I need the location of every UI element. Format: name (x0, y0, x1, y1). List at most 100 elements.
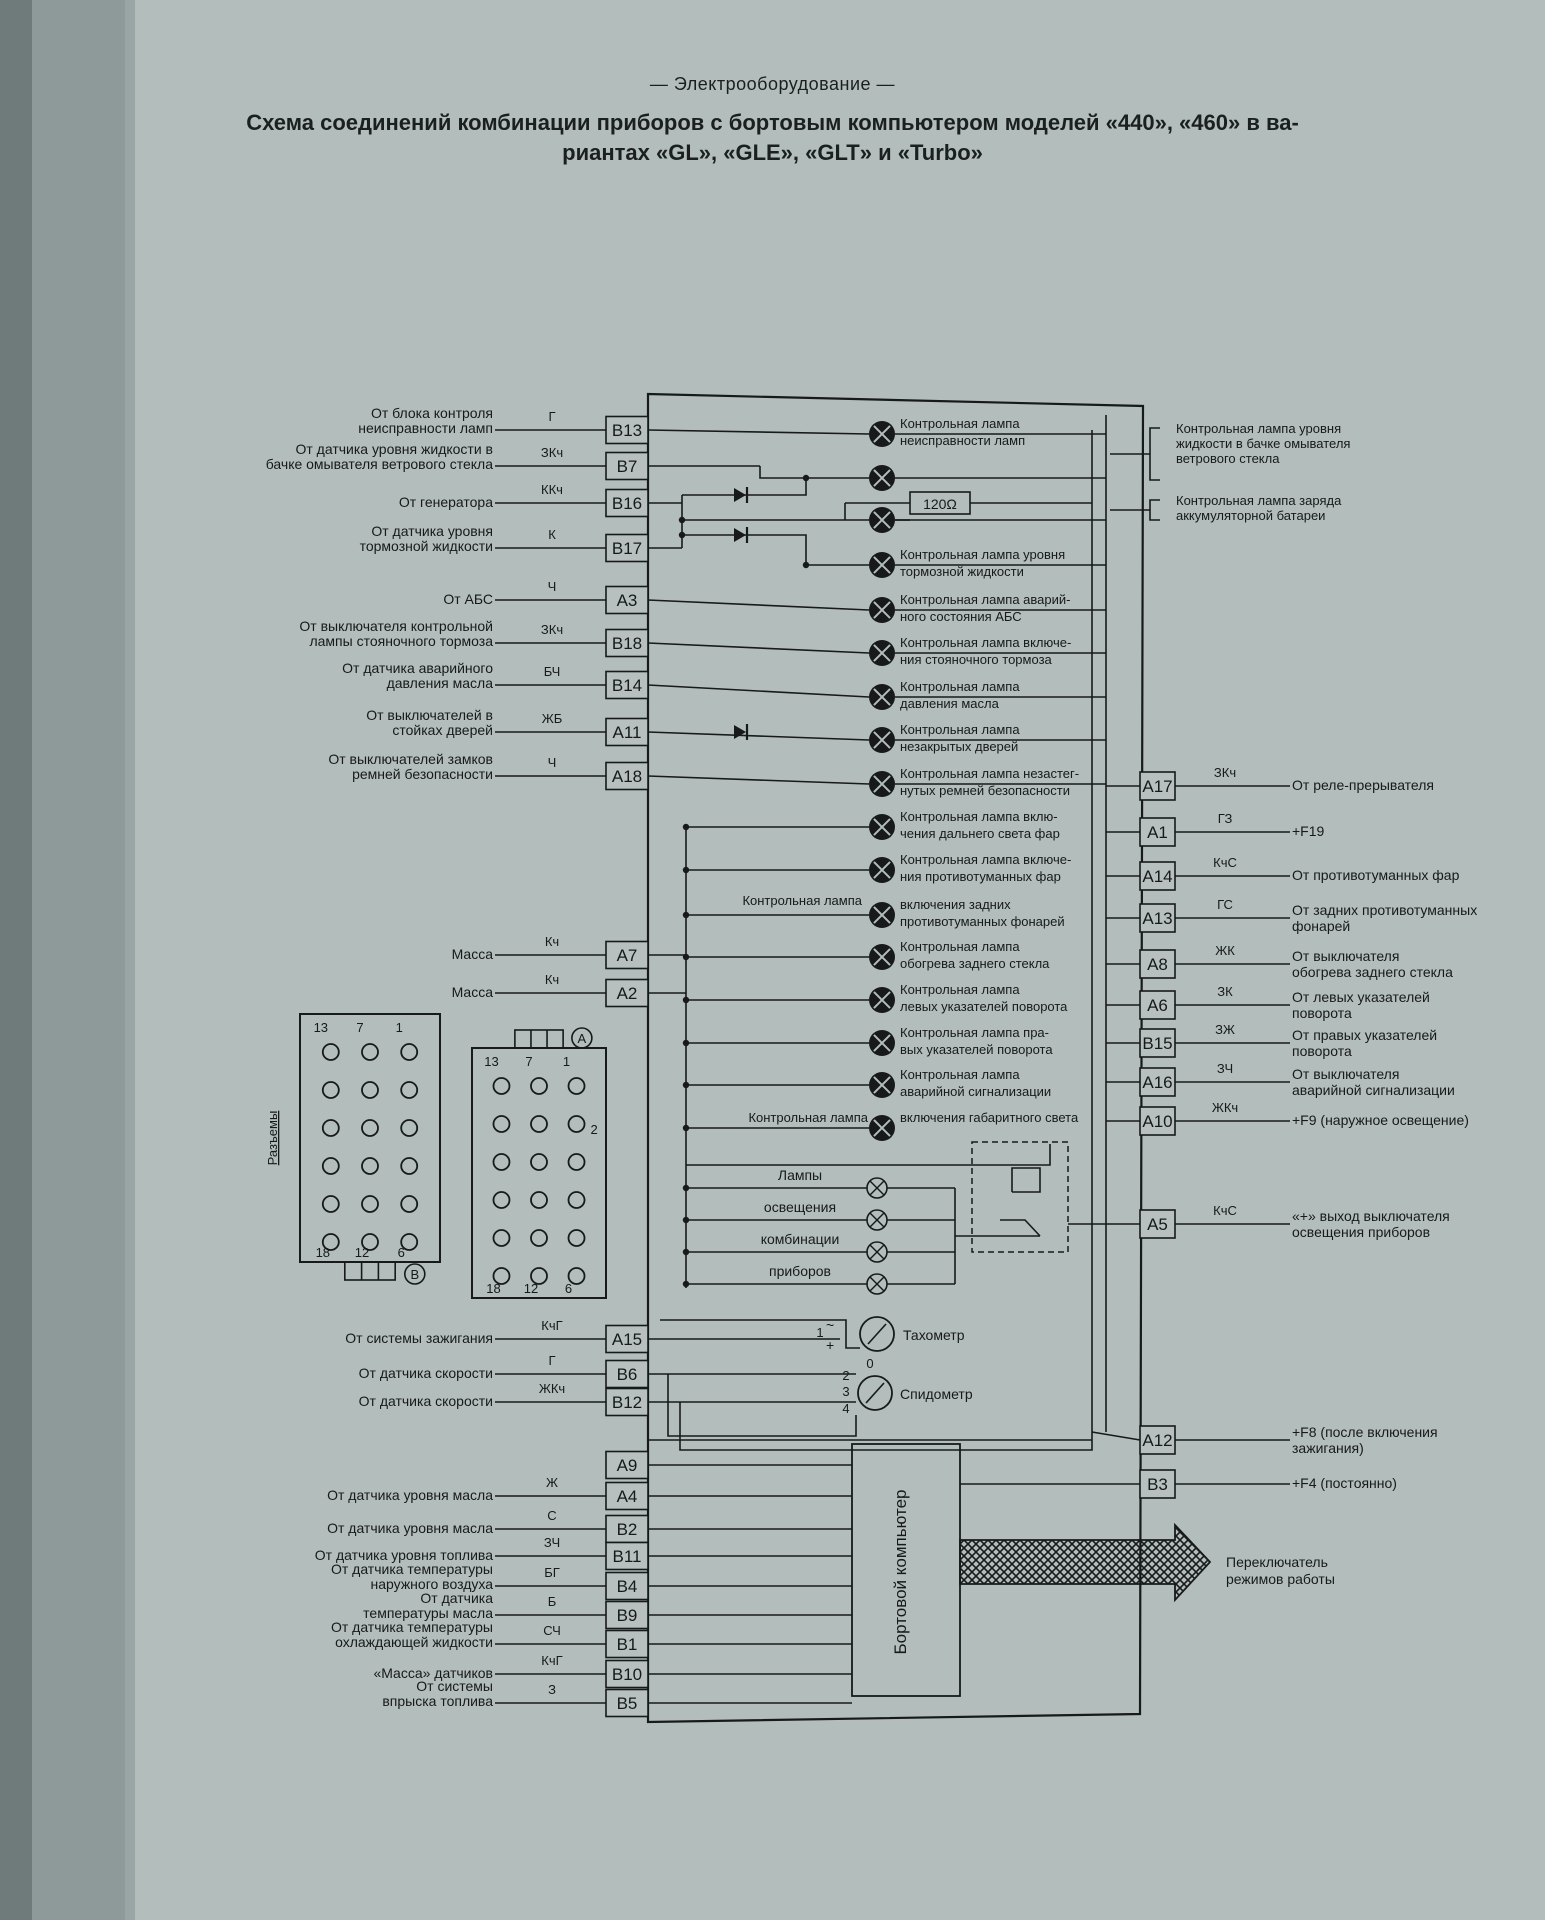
right-destination-label: От правых указателей (1292, 1027, 1437, 1043)
wire-code: ЗКч (541, 445, 563, 460)
left-source-label: температуры масла (363, 1605, 493, 1621)
right-pin-label: A8 (1147, 955, 1168, 974)
mode-switch-label: Переключатель (1226, 1554, 1328, 1570)
lamp-wire (647, 429, 870, 435)
right-wire-code: ЗЖ (1215, 1022, 1235, 1037)
connector-pin-number: 13 (314, 1020, 328, 1035)
lamp-label: нутых ремней безопасности (900, 783, 1070, 798)
connector-pin-number: 18 (316, 1245, 330, 1260)
left-pin-label: B5 (617, 1694, 638, 1713)
gauge-pin-number: 2 (842, 1368, 849, 1383)
wire-code: ЖКч (539, 1381, 565, 1396)
connector-pin-hole (321, 1195, 340, 1213)
lamp-label: тормозной жидкости (900, 564, 1024, 579)
connector-pin-number: 12 (524, 1281, 538, 1296)
right-pin-label: A16 (1142, 1073, 1172, 1092)
diode-network (682, 478, 807, 496)
connector-body (299, 1013, 441, 1263)
left-source-label: От АБС (443, 591, 493, 607)
junction-dot (682, 1081, 690, 1089)
right-destination-label: +F9 (наружное освещение) (1292, 1112, 1469, 1128)
wire-code: Ч (548, 579, 557, 594)
lamp-label: Контрольная лампа уровня (900, 547, 1065, 562)
illumination-label: Лампы (778, 1167, 822, 1183)
left-pin-label: A11 (613, 723, 642, 742)
speedometer-needle (865, 1382, 885, 1404)
right-wire-code: ЗК (1217, 984, 1233, 999)
junction-dot (682, 1184, 690, 1192)
left-pin-label: A9 (617, 1456, 638, 1475)
connector-pin-hole (567, 1153, 586, 1171)
power-wire (1091, 1431, 1141, 1441)
lamp-icon-cross (873, 906, 891, 924)
onboard-computer-label: Бортовой компьютер (891, 1490, 910, 1655)
left-pin-label: B13 (612, 421, 642, 440)
connector-pin-hole (321, 1233, 340, 1251)
right-wire-code: КчС (1213, 1203, 1237, 1218)
right-destination-label: фонарей (1292, 918, 1350, 934)
junction-dot (682, 1248, 690, 1256)
wire-code: З (548, 1682, 556, 1697)
lamp-wire (647, 599, 870, 611)
left-pin-label: A4 (617, 1487, 638, 1506)
left-source-label: От датчика скорости (359, 1365, 493, 1381)
speedometer-icon (857, 1375, 893, 1411)
right-pin-label: A10 (1142, 1112, 1172, 1131)
tachometer-label: Тахометр (903, 1327, 965, 1343)
left-source-label: От датчика уровня (371, 523, 493, 539)
connector-pin-hole (321, 1043, 340, 1061)
wire-code: КчГ (541, 1318, 562, 1333)
illumination-label: комбинации (761, 1231, 840, 1247)
connector-pin-number: 2 (591, 1122, 598, 1137)
left-pin-box (605, 717, 649, 747)
connector-mark-letter: A (578, 1031, 587, 1046)
lamp-icon-cross (873, 1119, 891, 1137)
tachometer-needle (867, 1323, 887, 1345)
lamp-icon-cross (873, 601, 891, 619)
right-destination-label: От выключателя (1292, 948, 1399, 964)
lamp-icon-cross (873, 861, 891, 879)
title-line-2: риантах «GL», «GLE», «GLT» и «Turbo» (562, 140, 983, 165)
right-wire-code: ЗЧ (1217, 1061, 1233, 1076)
lamp-label: Контрольная лампа (900, 982, 1020, 997)
right-pin-label: A1 (1147, 823, 1168, 842)
left-source-label: От датчика температуры (331, 1561, 493, 1577)
right-destination-label: +F8 (после включения (1292, 1424, 1438, 1440)
left-pin-label: B2 (617, 1520, 638, 1539)
bracket (1149, 427, 1160, 481)
illumination-label: приборов (769, 1263, 831, 1279)
connector-pin-hole (400, 1043, 419, 1061)
lamp-icon-cross (873, 556, 891, 574)
left-source-label: От системы (416, 1678, 493, 1694)
left-pin-label: A2 (617, 984, 638, 1003)
lamp-wire (759, 466, 869, 479)
connector-mark-letter: B (410, 1267, 419, 1282)
connector-body (471, 1047, 607, 1299)
lamp-label: Контрольная лампа незастег- (900, 766, 1079, 781)
right-pin-box (1139, 1425, 1176, 1455)
connector-pin-hole (361, 1119, 379, 1137)
junction-dot (682, 866, 690, 874)
lamp-label: Контрольная лампа (900, 416, 1020, 431)
connector-pin-number: 13 (484, 1054, 498, 1069)
left-source-label: охлаждающей жидкости (335, 1634, 493, 1650)
lamp-label: Контрольная лампа пра- (900, 1025, 1049, 1040)
wire-code: Б (548, 1594, 557, 1609)
lamp-icon-cross (873, 469, 891, 487)
speedometer-label: Спидометр (900, 1386, 973, 1402)
junction-dot (802, 474, 810, 482)
left-source-label: стойках дверей (392, 722, 493, 738)
left-source-label: От датчика уровня масла (327, 1487, 493, 1503)
connector-pin-hole (492, 1191, 511, 1209)
right-pin-box (1139, 861, 1176, 891)
right-pin-box (1139, 949, 1176, 979)
left-pin-label: B18 (612, 634, 642, 653)
wire-code: Г (548, 409, 555, 424)
illumination-lamp-cross (869, 1180, 885, 1196)
left-source-label: От блока контроля (371, 405, 493, 421)
junction-dot (682, 911, 690, 919)
speedo-wire (667, 1374, 857, 1437)
left-source-label: От датчика температуры (331, 1619, 493, 1635)
